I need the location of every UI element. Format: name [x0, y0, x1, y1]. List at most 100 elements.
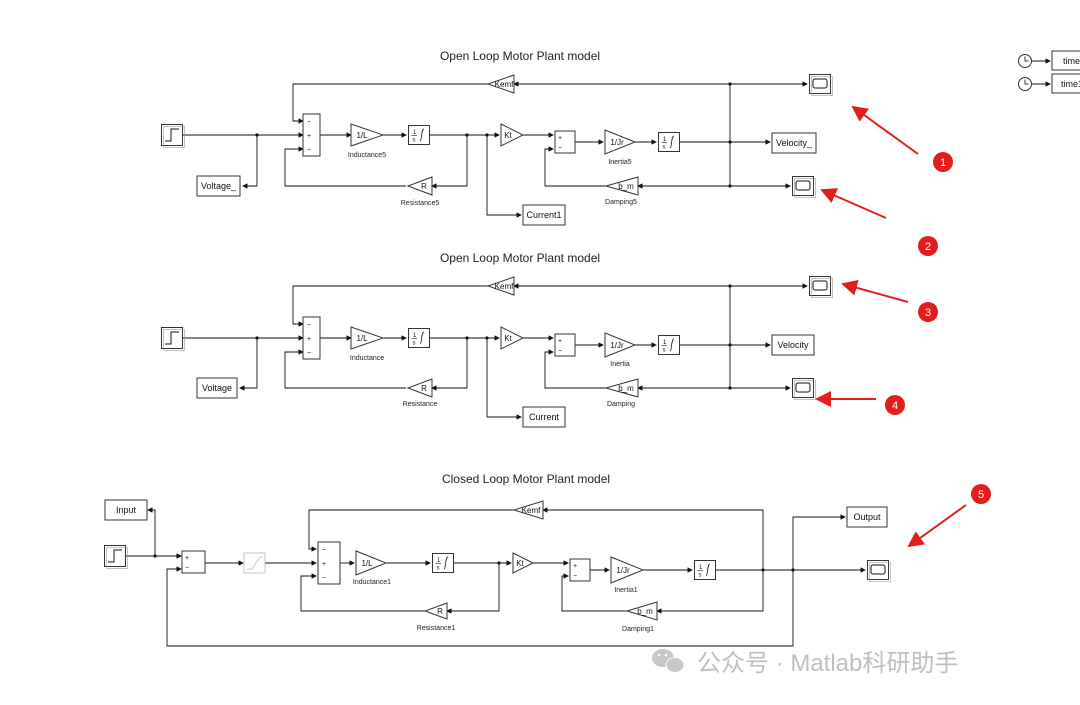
svg-text:1/L: 1/L: [361, 559, 373, 568]
integrator-velocity-icon[interactable]: [658, 132, 680, 152]
svg-text:−: −: [322, 547, 326, 554]
svg-text:+: +: [307, 133, 311, 140]
output-port[interactable]: Output: [846, 506, 888, 528]
clock-icon[interactable]: [1018, 54, 1032, 68]
damping-gain-block[interactable]: b_m: [625, 601, 658, 621]
scope-2-icon[interactable]: [792, 176, 816, 198]
marker-4: 4: [885, 395, 905, 415]
kemf-gain-block[interactable]: Kemf: [486, 276, 515, 296]
svg-text:−: −: [307, 322, 311, 329]
diagram-title: Open Loop Motor Plant model: [440, 251, 600, 265]
svg-text:1/L: 1/L: [356, 131, 368, 140]
inertia-block-name: Inertia5: [608, 159, 631, 166]
velocity-output-port[interactable]: Velocity_: [771, 132, 817, 154]
scope-3-icon[interactable]: [809, 276, 833, 298]
svg-text:3: 3: [925, 307, 931, 319]
inductance-gain-block[interactable]: 1/L: [355, 550, 388, 576]
marker-5: 5: [971, 484, 991, 504]
saturation-block[interactable]: [243, 552, 266, 574]
sum-block-error[interactable]: + −: [181, 550, 206, 574]
damping-gain-block[interactable]: b_m: [604, 176, 639, 196]
step-block-icon[interactable]: [161, 327, 185, 351]
sum-block-voltage[interactable]: − + −: [302, 316, 321, 360]
svg-text:1/Jr: 1/Jr: [610, 341, 624, 350]
inductance-block-name: Inductance5: [348, 152, 386, 159]
svg-text:Kemf: Kemf: [495, 282, 514, 291]
input-output-port[interactable]: Input: [104, 499, 148, 521]
integrator-current-icon[interactable]: [432, 553, 454, 573]
svg-text:Kt: Kt: [516, 559, 524, 568]
scope-5-icon[interactable]: [867, 560, 891, 582]
resistance-gain-block[interactable]: R: [406, 176, 433, 196]
inductance-block-name: Inductance1: [353, 579, 391, 586]
diagram-title: Closed Loop Motor Plant model: [442, 472, 610, 486]
inductance-gain-block[interactable]: 1/L: [350, 123, 385, 147]
svg-text:Output: Output: [853, 512, 881, 522]
integrator-current-icon[interactable]: [408, 328, 430, 348]
sum-block-torque[interactable]: + −: [554, 130, 576, 154]
integrator-velocity-icon[interactable]: [694, 560, 716, 580]
annotation-markers: 1 2 3 4 5: [885, 152, 991, 504]
open-loop-diagram-1: Open Loop Motor Plant model: [161, 49, 833, 226]
current-output-port[interactable]: Current: [522, 406, 566, 428]
resistance-gain-block[interactable]: R: [423, 602, 448, 620]
step-block-icon[interactable]: [104, 545, 128, 569]
svg-text:Kt: Kt: [504, 334, 512, 343]
kt-gain-block[interactable]: Kt: [512, 552, 535, 574]
svg-text:Current: Current: [529, 412, 560, 422]
clock-icon[interactable]: [1018, 77, 1032, 91]
svg-text:−: −: [558, 348, 562, 355]
damping-gain-block[interactable]: b_m: [604, 378, 639, 398]
voltage-output-port[interactable]: Voltage: [196, 377, 238, 399]
resistance-block-name: Resistance5: [401, 200, 440, 207]
svg-text:R: R: [437, 607, 443, 616]
watermark-text: 公众号 · Matlab科研助手: [697, 650, 958, 677]
inductance-gain-block[interactable]: 1/L: [350, 326, 385, 350]
kt-gain-block[interactable]: Kt: [500, 123, 525, 147]
velocity-output-port[interactable]: Velocity: [771, 334, 815, 356]
integrator-current-icon[interactable]: [408, 125, 430, 145]
sum-block-torque[interactable]: + −: [554, 333, 576, 357]
marker-2: 2: [918, 236, 938, 256]
inertia-block-name: Inertia1: [614, 587, 637, 594]
svg-text:1/Jr: 1/Jr: [616, 566, 630, 575]
scope-4-icon[interactable]: [792, 378, 816, 400]
integrator-velocity-icon[interactable]: [658, 335, 680, 355]
current-output-port[interactable]: Current1: [522, 204, 566, 226]
svg-text:Velocity: Velocity: [777, 340, 809, 350]
kemf-gain-block[interactable]: Kemf: [486, 74, 515, 94]
svg-text:5: 5: [978, 489, 984, 501]
diagram-title: Open Loop Motor Plant model: [440, 49, 600, 63]
svg-text:+: +: [573, 563, 577, 570]
step-block-icon[interactable]: [161, 124, 185, 148]
kt-gain-block[interactable]: Kt: [500, 326, 525, 350]
inertia-block-name: Inertia: [610, 361, 630, 368]
sum-block-voltage[interactable]: − + −: [302, 113, 321, 157]
svg-text:+: +: [558, 135, 562, 142]
resistance-gain-block[interactable]: R: [406, 378, 433, 398]
watermark: 公众号 · Matlab科研助手: [652, 649, 958, 677]
damping-block-name: Damping: [607, 401, 635, 408]
svg-text:1/L: 1/L: [356, 334, 368, 343]
svg-text:Current1: Current1: [526, 210, 561, 220]
voltage-output-port[interactable]: Voltage_: [196, 175, 241, 197]
inertia-gain-block[interactable]: 1/Jr: [604, 332, 637, 358]
time-output-port[interactable]: time: [1051, 50, 1080, 71]
inertia-gain-block[interactable]: 1/Jr: [604, 129, 637, 155]
svg-text:−: −: [573, 573, 577, 580]
sum-block-torque[interactable]: + −: [569, 558, 591, 582]
svg-text:−: −: [185, 565, 189, 572]
inertia-gain-block[interactable]: 1/Jr: [610, 556, 645, 584]
svg-text:+: +: [185, 555, 189, 562]
scope-1-icon[interactable]: [809, 74, 833, 96]
sum-block-voltage[interactable]: − + −: [317, 541, 341, 585]
kemf-gain-block[interactable]: Kemf: [512, 500, 544, 520]
wechat-icon: [652, 649, 685, 673]
damping-block-name: Damping5: [605, 199, 637, 206]
svg-text:+: +: [307, 336, 311, 343]
